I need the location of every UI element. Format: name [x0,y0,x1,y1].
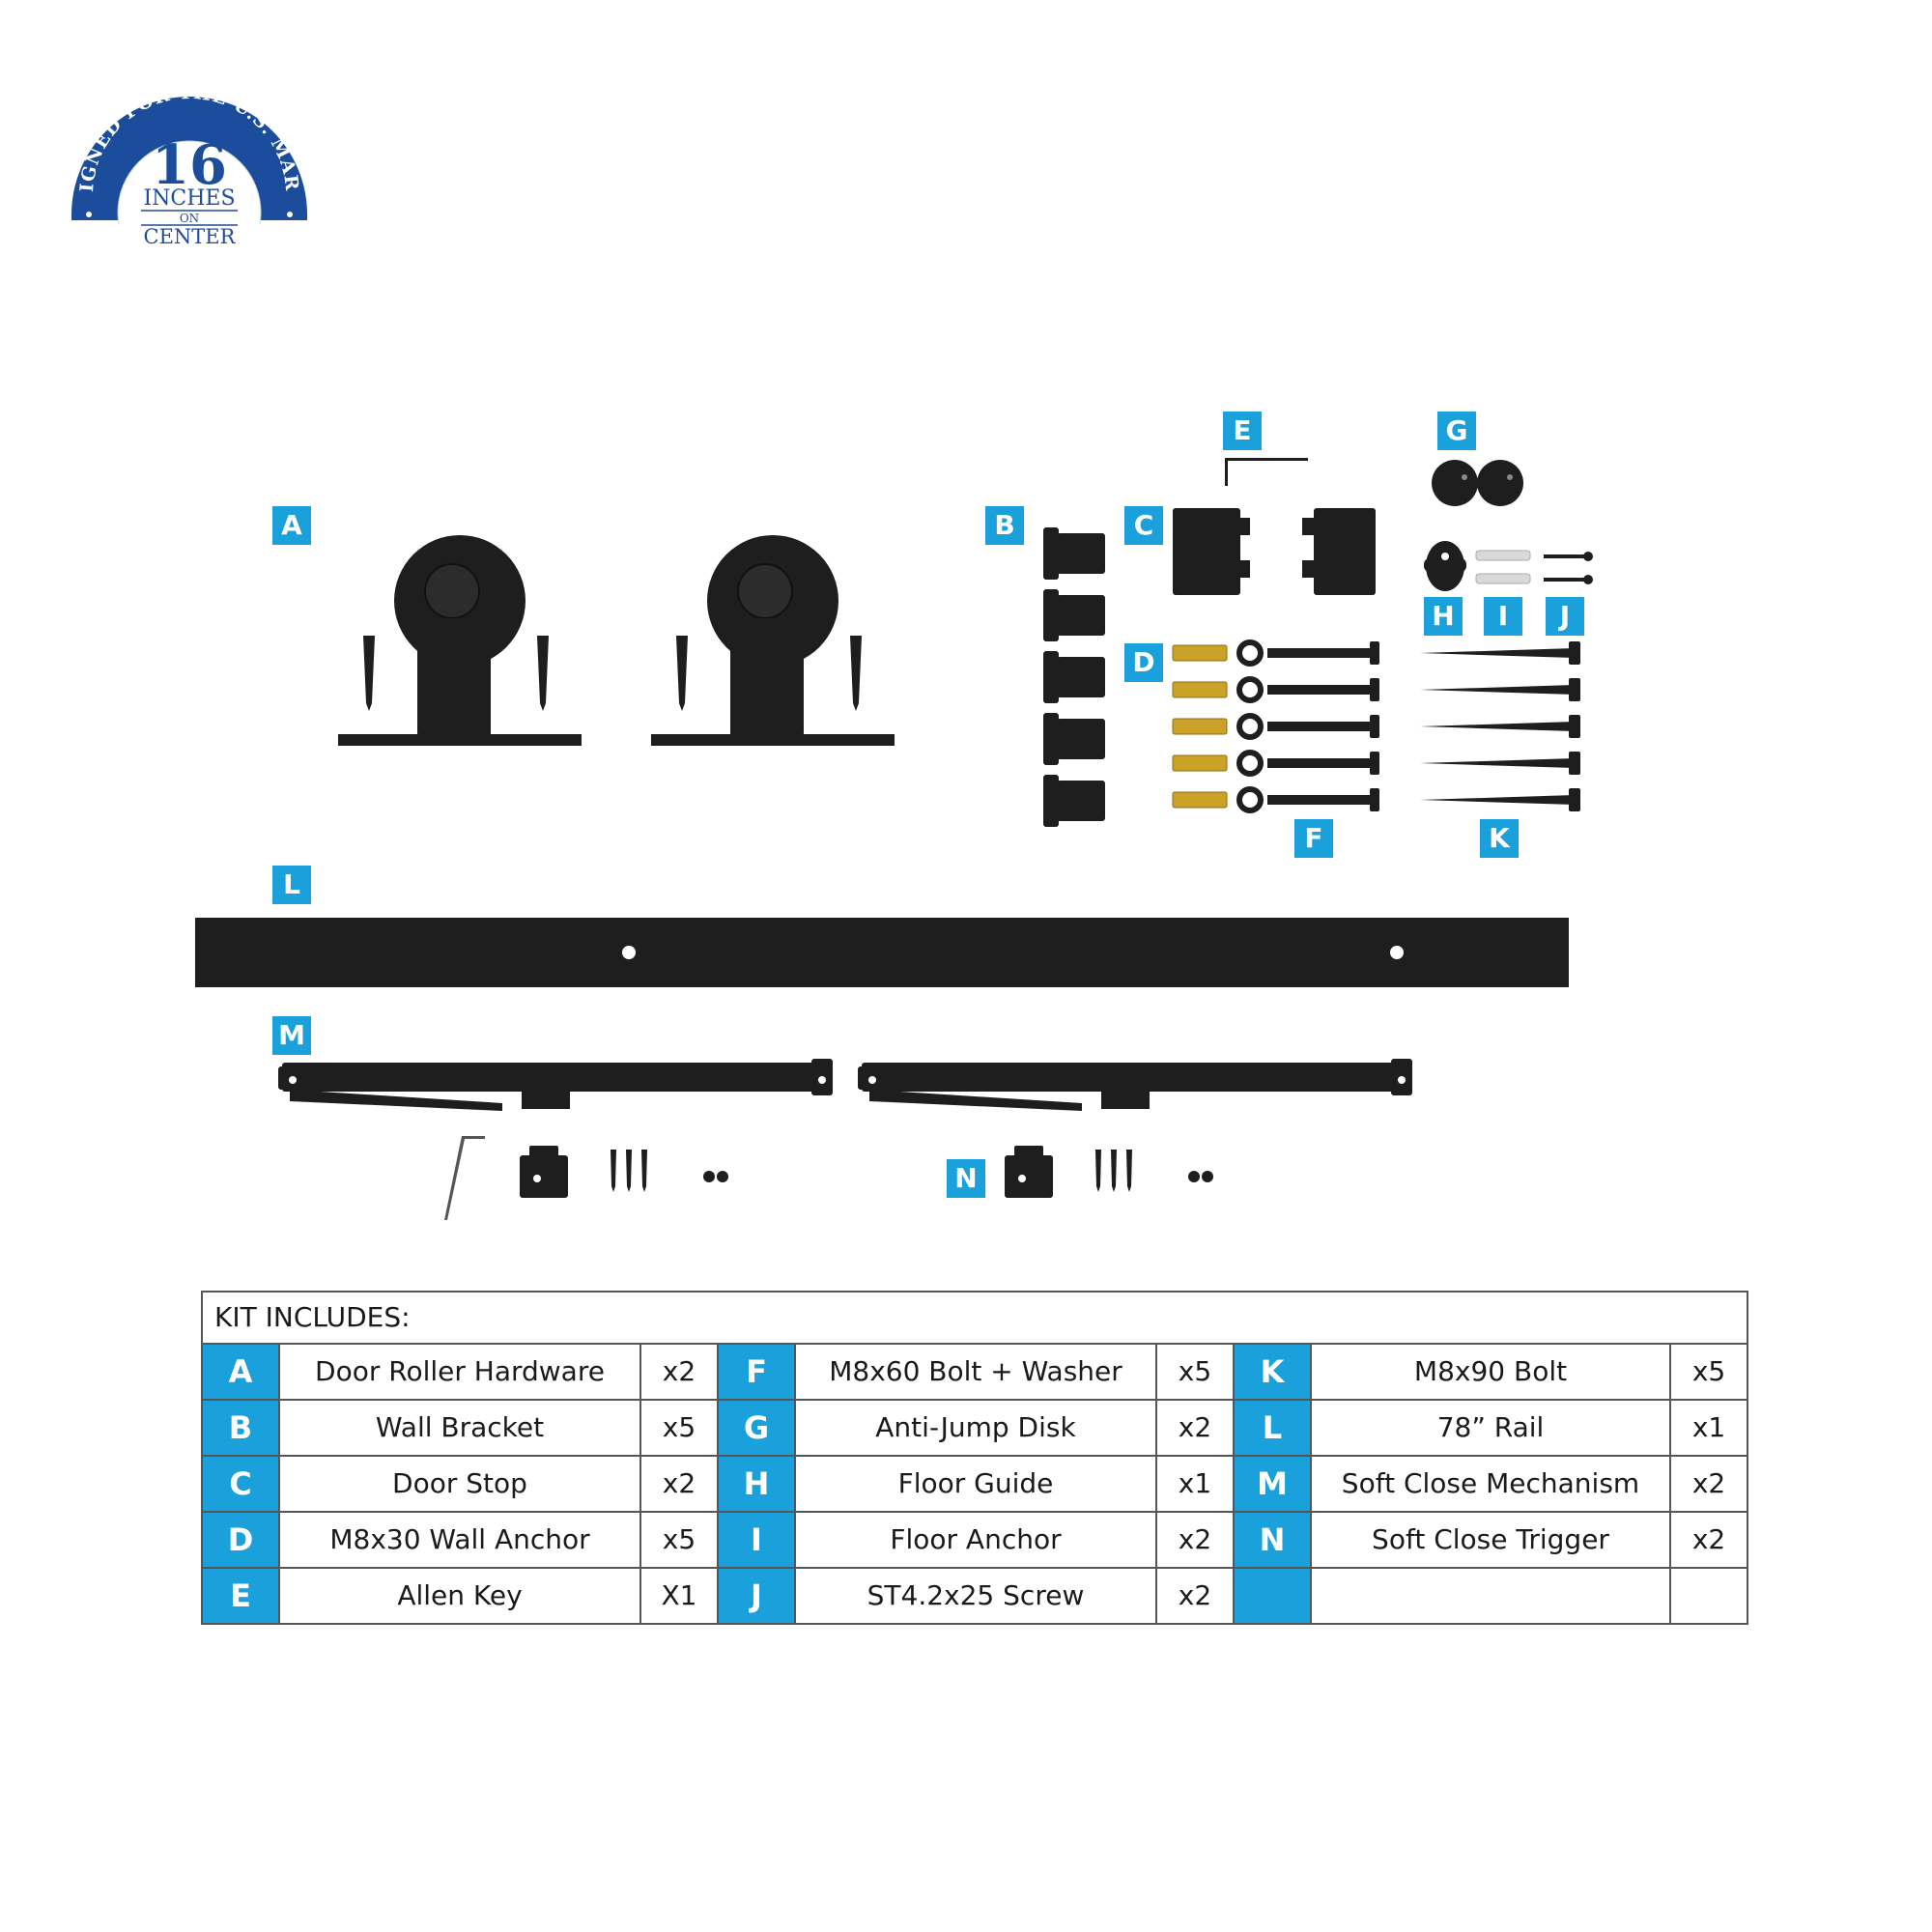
item-quantity [1668,1567,1749,1625]
item-letter: M [1233,1455,1312,1513]
label-j: J [1546,597,1584,636]
item-letter: A [201,1343,280,1401]
item-quantity: x1 [1155,1455,1235,1513]
item-name: Door Roller Hardware [278,1343,641,1401]
item-quantity: x2 [1155,1399,1235,1457]
door-roller-right [651,535,895,746]
label-i: I [1484,597,1522,636]
label-d: D [1124,643,1163,682]
item-quantity: X1 [639,1567,719,1625]
floor-anchors [1475,550,1531,584]
seal-bottom: CENTER [144,225,237,248]
item-name: Soft Close Mechanism [1310,1455,1671,1513]
item-quantity: x5 [1668,1343,1749,1401]
item-name: 78” Rail [1310,1399,1671,1457]
item-letter: J [717,1567,796,1625]
item-quantity: x2 [1668,1511,1749,1569]
item-letter: D [201,1511,280,1569]
label-a: A [272,506,311,545]
seal-unit: INCHES [143,186,235,211]
label-k: K [1480,819,1519,858]
item-name: Floor Guide [794,1455,1157,1513]
item-letter [1233,1567,1312,1625]
item-letter: C [201,1455,280,1513]
item-name: Allen Key [278,1567,641,1625]
label-m: M [272,1016,311,1055]
item-name: Anti-Jump Disk [794,1399,1157,1457]
label-c: C [1124,506,1163,545]
floor-guide-drawing [1424,541,1466,591]
seal-mid: ON [180,212,199,225]
label-n: N [947,1159,985,1198]
item-name: M8x30 Wall Anchor [278,1511,641,1569]
door-stops [1173,508,1376,595]
item-quantity: x2 [1668,1455,1749,1513]
label-l: L [272,866,311,904]
label-g: G [1437,412,1476,450]
m8x60-bolts-washers [1236,639,1379,813]
seal-number: 16 [152,133,227,197]
item-letter: B [201,1399,280,1457]
item-quantity: x1 [1668,1399,1749,1457]
designed-for-us-market-seal: DESIGNED FOR THE U.S. MARKET 16 INCHES O… [70,70,307,272]
item-letter: H [717,1455,796,1513]
anti-jump-disks [1432,460,1523,506]
screws-left [611,1150,728,1192]
m8x90-bolts [1420,641,1580,811]
brass-wall-anchors [1172,644,1228,809]
soft-close-mechanism-left [278,1059,833,1111]
item-letter: E [201,1567,280,1625]
item-name: M8x90 Bolt [1310,1343,1671,1401]
item-letter: I [717,1511,796,1569]
item-name [1310,1567,1671,1625]
item-name: ST4.2x25 Screw [794,1567,1157,1625]
label-b: B [985,506,1024,545]
item-name: Soft Close Trigger [1310,1511,1671,1569]
wall-brackets [1043,527,1105,827]
soft-close-trigger-left [520,1146,568,1198]
item-quantity: x2 [639,1455,719,1513]
item-quantity: x2 [1155,1511,1235,1569]
item-quantity: x5 [1155,1343,1235,1401]
item-name: Door Stop [278,1455,641,1513]
item-letter: L [1233,1399,1312,1457]
rail-drawing [195,918,1569,987]
item-quantity: x5 [639,1511,719,1569]
kit-includes-heading: KIT INCLUDES: [200,1291,1749,1345]
label-h: H [1424,597,1463,636]
hardware-illustration [195,458,1593,1220]
item-quantity: x2 [639,1343,719,1401]
item-quantity: x2 [1155,1567,1235,1625]
table-heading-row: KIT INCLUDES: [200,1291,1749,1345]
item-name: Wall Bracket [278,1399,641,1457]
allen-key-drawing [1225,458,1308,486]
item-letter: N [1233,1511,1312,1569]
item-letter: G [717,1399,796,1457]
soft-close-trigger-right [1005,1146,1053,1198]
item-name: Floor Anchor [794,1511,1157,1569]
soft-close-mechanism-right [858,1059,1412,1111]
item-letter: K [1233,1343,1312,1401]
door-roller-left [338,535,582,746]
small-allen-key [444,1136,485,1220]
st-screws [1544,552,1593,584]
label-f: F [1294,819,1333,858]
item-name: M8x60 Bolt + Washer [794,1343,1157,1401]
item-quantity: x5 [639,1399,719,1457]
item-letter: F [717,1343,796,1401]
screws-right [1095,1150,1213,1192]
label-e: E [1223,412,1262,450]
